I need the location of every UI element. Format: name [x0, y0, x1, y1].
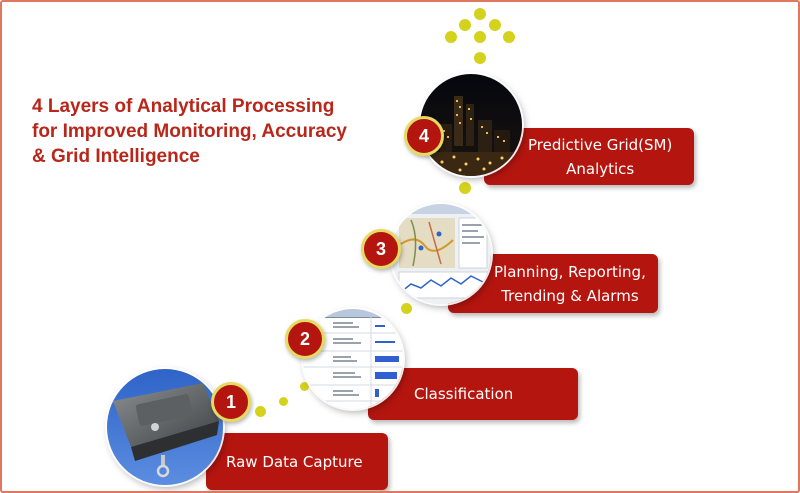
slide-title: 4 Layers of Analytical Processing for Im…: [32, 94, 392, 169]
layer-2-number-badge: 2: [285, 319, 325, 359]
arrow-dot: [445, 31, 457, 43]
connector-dot: [279, 397, 288, 406]
layer-3-number-badge: 3: [361, 229, 401, 269]
sensor-device-icon: [107, 369, 223, 485]
arrow-dot: [489, 19, 501, 31]
layer-1-number-badge: 1: [211, 382, 251, 422]
layer-3-label-line-2: Trending & Alarms: [501, 287, 639, 305]
layer-4-label-line-2: Analytics: [566, 160, 635, 178]
title-line-1: 4 Layers of Analytical Processing: [32, 96, 335, 117]
title-line-3: & Grid Intelligence: [32, 146, 200, 167]
arrow-dot: [474, 31, 486, 43]
layer-1-sensor-photo: [107, 369, 223, 485]
layer-4-number-badge: 4: [404, 116, 444, 156]
arrow-dot: [474, 8, 486, 20]
layer-2-label: Classification: [414, 385, 514, 403]
layer-4-label-line-1: Predictive Grid(SM): [528, 136, 673, 154]
layer-2-bar: Classification: [368, 368, 578, 420]
layer-3-label: Planning, Reporting, Trending & Alarms: [494, 260, 646, 308]
layer-3-bar: Planning, Reporting, Trending & Alarms: [448, 254, 658, 313]
title-line-2: for Improved Monitoring, Accuracy: [32, 121, 347, 142]
layer-1-number: 1: [225, 392, 236, 412]
layer-4-number: 4: [418, 126, 429, 146]
layer-3-number: 3: [375, 239, 386, 259]
layer-1-bar: Raw Data Capture: [206, 433, 388, 490]
connector-dot: [300, 382, 309, 391]
layer-3-label-line-1: Planning, Reporting,: [494, 263, 646, 281]
layer-4-label: Predictive Grid(SM) Analytics: [528, 133, 672, 181]
layer-2-number: 2: [299, 329, 310, 349]
arrow-dot: [474, 52, 486, 64]
connector-dot: [401, 303, 412, 314]
map-dashboard-icon: [391, 204, 491, 304]
layer-1-label: Raw Data Capture: [226, 453, 363, 471]
arrow-dot: [503, 31, 515, 43]
layer-3-dashboard-screenshot: [391, 204, 491, 304]
connector-dot: [459, 182, 471, 194]
arrow-dot: [459, 19, 471, 31]
connector-dot: [255, 406, 266, 417]
